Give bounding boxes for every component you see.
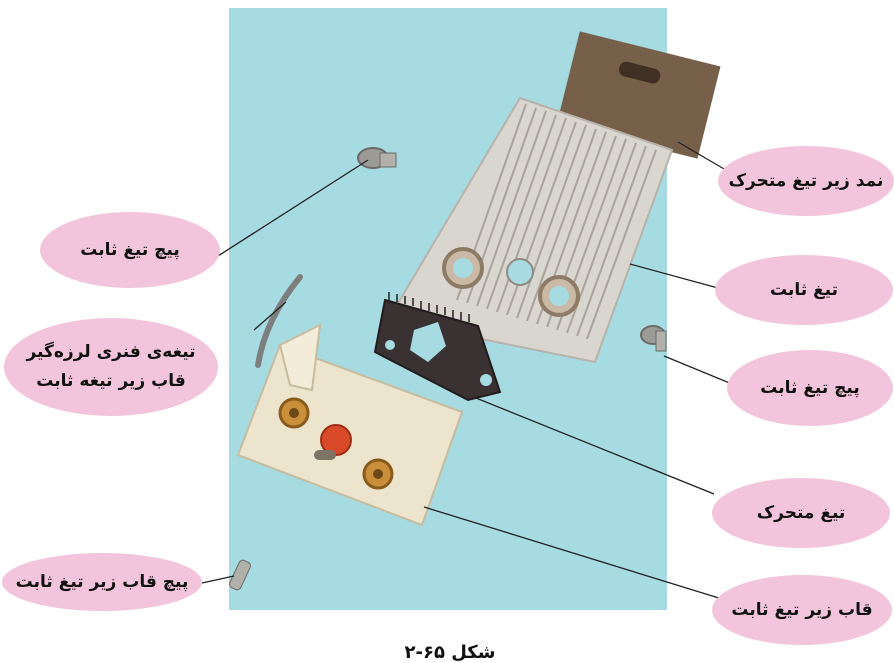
screw-right-part [641,326,666,351]
label-fixed-blade: تیغ ثابت [715,255,893,325]
label-fixed-blade-text: تیغ ثابت [770,276,838,305]
label-screw-right: پیچ تیغ ثابت [727,350,893,426]
label-felt-pad: نمد زیر تیغ متحرک [718,146,894,216]
screw-top-left-part [358,148,396,168]
label-moving-blade-text: تیغ متحرک [757,499,846,528]
label-frame: قاب زیر تیغ ثابت [712,575,892,645]
label-frame-text: قاب زیر تیغ ثابت [731,596,872,625]
label-spring-strip-line1: تیغه‌ی فنری لرزه‌گیر [26,338,195,367]
label-spring-strip: تیغه‌ی فنری لرزه‌گیر قاب زیر تیغه ثابت [4,318,218,416]
label-spring-strip-line2: قاب زیر تیغه ثابت [36,367,185,396]
frame-screw-part [228,559,252,591]
label-frame-screw-text: پیچ قاب زیر تیغ ثابت [16,568,189,597]
label-screw-right-text: پیچ تیغ ثابت [760,374,860,403]
label-screw-top-left-text: پیچ تیغ ثابت [80,236,180,265]
label-screw-top-left: پیچ تیغ ثابت [40,212,220,288]
figure-caption: شکل ۶۵-۲ [340,642,560,663]
label-felt-pad-text: نمد زیر تیغ متحرک [729,167,884,196]
label-moving-blade: تیغ متحرک [712,478,890,548]
label-frame-screw: پیچ قاب زیر تیغ ثابت [2,553,202,611]
